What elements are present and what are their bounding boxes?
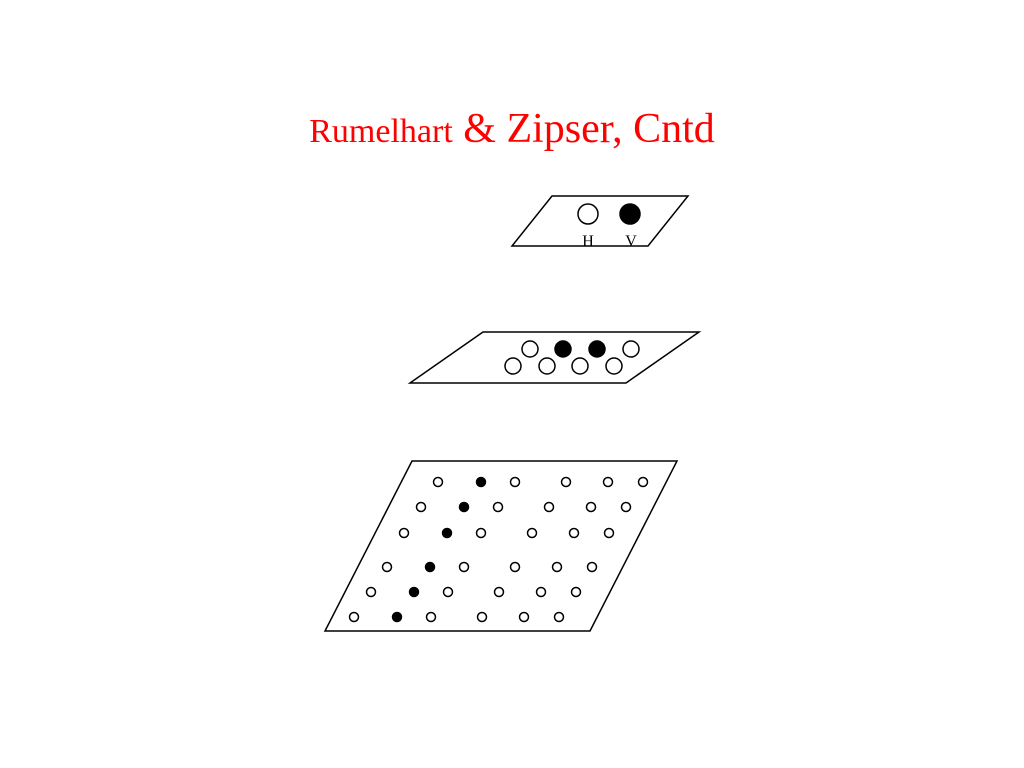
bottom-unit-r2-c3 [492, 501, 504, 513]
bottom-unit-r4-c3 [458, 561, 470, 573]
bottom-unit-r4-c4 [509, 561, 521, 573]
bottom-unit-r2-c4 [543, 501, 555, 513]
bottom-unit-r2-c2 [458, 501, 470, 513]
middle-layer [407, 331, 702, 384]
unit-label-v: V [625, 233, 637, 250]
top-unit-h [577, 203, 599, 225]
unit-label-h: H [582, 233, 594, 250]
middle-unit-lower-1 [504, 357, 522, 375]
top-layer: H V [510, 195, 690, 250]
bottom-unit-r6-c6 [553, 611, 565, 623]
bottom-unit-r3-c1 [398, 527, 410, 539]
bottom-unit-r1-c5 [602, 476, 614, 488]
bottom-unit-r1-c4 [560, 476, 572, 488]
bottom-unit-r2-c6 [620, 501, 632, 513]
top-unit-v [619, 203, 641, 225]
bottom-unit-r4-c1 [381, 561, 393, 573]
top-layer-units [577, 203, 641, 225]
bottom-unit-r6-c1 [348, 611, 360, 623]
middle-unit-lower-4 [605, 357, 623, 375]
middle-unit-upper-2 [554, 340, 572, 358]
bottom-unit-r1-c1 [432, 476, 444, 488]
middle-unit-lower-2 [538, 357, 556, 375]
bottom-unit-r3-c5 [568, 527, 580, 539]
bottom-unit-r5-c5 [535, 586, 547, 598]
slide-title: Rumelhart & Zipser, Cntd [0, 108, 1024, 150]
bottom-unit-r5-c1 [365, 586, 377, 598]
bottom-layer-units [348, 476, 649, 623]
middle-unit-upper-1 [521, 340, 539, 358]
bottom-unit-r5-c3 [442, 586, 454, 598]
title-part-zipser: & Zipser, Cntd [452, 106, 715, 152]
middle-unit-lower-3 [571, 357, 589, 375]
middle-layer-units [504, 340, 640, 375]
bottom-unit-r5-c4 [493, 586, 505, 598]
bottom-layer [323, 460, 679, 632]
bottom-unit-r3-c2 [441, 527, 453, 539]
middle-unit-upper-3 [588, 340, 606, 358]
bottom-unit-r1-c2 [475, 476, 487, 488]
bottom-layer-plane [323, 460, 679, 632]
bottom-unit-r6-c4 [476, 611, 488, 623]
bottom-unit-r5-c2 [408, 586, 420, 598]
bottom-unit-r6-c5 [518, 611, 530, 623]
bottom-unit-r2-c5 [585, 501, 597, 513]
bottom-unit-r4-c2 [424, 561, 436, 573]
middle-unit-upper-4 [622, 340, 640, 358]
bottom-unit-r4-c6 [586, 561, 598, 573]
bottom-unit-r5-c6 [570, 586, 582, 598]
bottom-unit-r1-c6 [637, 476, 649, 488]
bottom-unit-r3-c4 [526, 527, 538, 539]
top-layer-plane [510, 195, 690, 247]
middle-layer-plane [407, 331, 702, 384]
bottom-unit-r4-c5 [551, 561, 563, 573]
bottom-unit-r2-c1 [415, 501, 427, 513]
bottom-unit-r6-c3 [425, 611, 437, 623]
bottom-unit-r3-c3 [475, 527, 487, 539]
bottom-unit-r1-c3 [509, 476, 521, 488]
bottom-unit-r6-c2 [391, 611, 403, 623]
bottom-unit-r3-c6 [603, 527, 615, 539]
title-part-rumelhart: Rumelhart [309, 113, 453, 150]
